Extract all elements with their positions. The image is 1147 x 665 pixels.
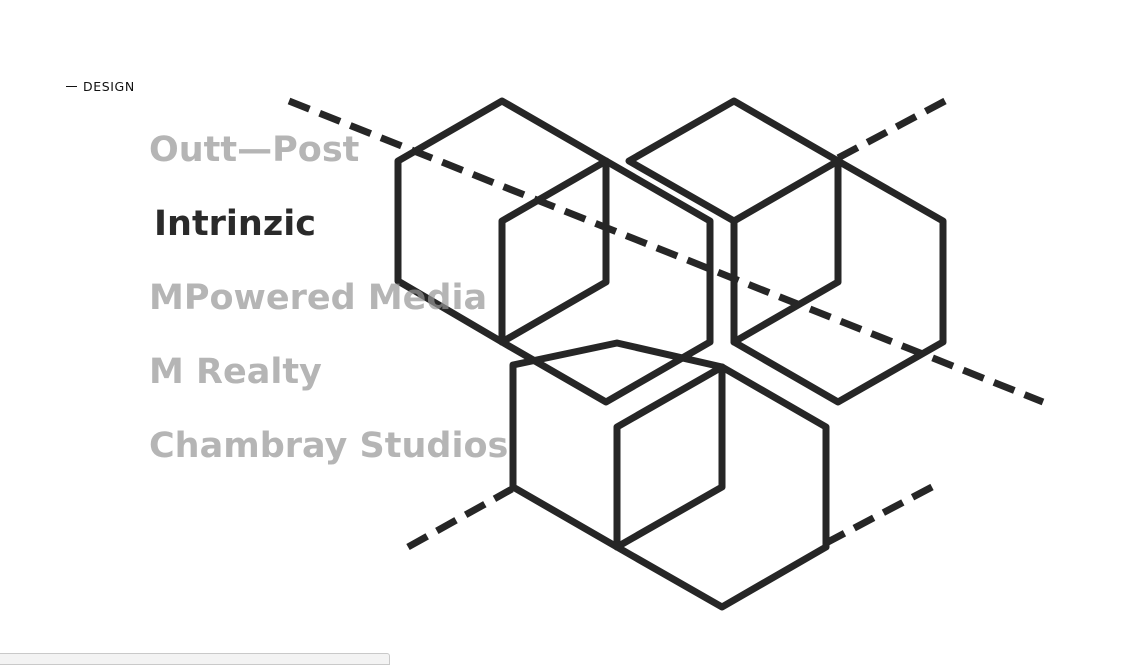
project-link-outt-post[interactable]: Outt—Post — [149, 130, 360, 170]
project-link-mpowered-media[interactable]: MPowered Media — [149, 278, 488, 318]
project-link-m-realty[interactable]: M Realty — [149, 352, 322, 392]
section-label-text: DESIGN — [83, 79, 135, 94]
project-list: Outt—Post Intrinzic MPowered Media M Rea… — [149, 126, 508, 496]
project-link-intrinzic[interactable]: Intrinzic — [154, 204, 316, 244]
section-label: DESIGN — [66, 79, 135, 94]
dash-divider — [66, 86, 77, 87]
browser-status-bar — [0, 653, 390, 665]
project-link-chambray-studios[interactable]: Chambray Studios — [149, 426, 509, 466]
